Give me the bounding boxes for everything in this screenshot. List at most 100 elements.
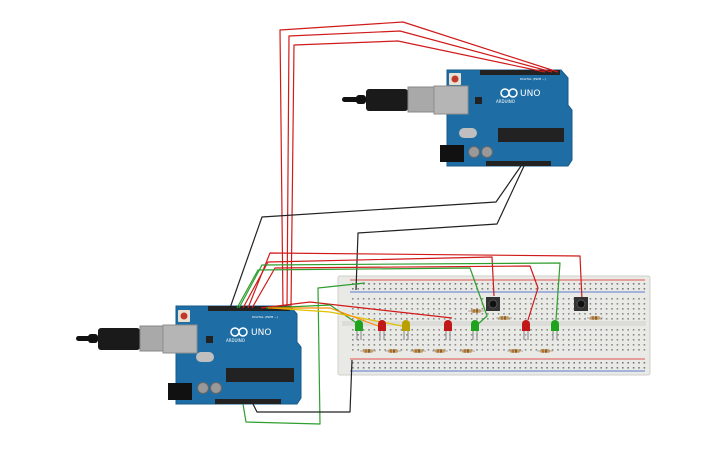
breadboard-hole bbox=[551, 303, 554, 305]
digital-header-top bbox=[480, 70, 560, 75]
resistor[interactable] bbox=[537, 349, 553, 353]
led-green[interactable] bbox=[551, 320, 559, 340]
resistor[interactable] bbox=[459, 349, 475, 353]
breadboard-hole bbox=[535, 288, 538, 290]
breadboard-hole bbox=[573, 362, 575, 364]
breadboard-hole bbox=[460, 303, 462, 305]
breadboard-hole bbox=[605, 334, 608, 336]
wire-red[interactable] bbox=[286, 30, 553, 309]
breadboard-hole bbox=[362, 334, 365, 336]
wire-green[interactable] bbox=[236, 267, 488, 326]
breadboard-hole bbox=[384, 298, 386, 300]
breadboard-hole bbox=[632, 283, 635, 285]
breadboard-hole bbox=[368, 362, 370, 364]
breadboard-hole bbox=[487, 283, 489, 285]
breadboard-hole bbox=[546, 313, 548, 315]
resistor[interactable] bbox=[496, 316, 512, 320]
breadboard-hole bbox=[422, 339, 424, 341]
breadboard-hole bbox=[524, 349, 527, 351]
breadboard-hole bbox=[600, 283, 602, 285]
breadboard-hole bbox=[389, 318, 392, 320]
breadboard-hole bbox=[400, 318, 403, 320]
breadboard-hole bbox=[541, 288, 543, 290]
resistor[interactable] bbox=[468, 309, 484, 313]
led-red[interactable] bbox=[444, 320, 452, 340]
resistor[interactable] bbox=[410, 349, 426, 353]
breadboard-hole bbox=[573, 313, 575, 315]
wire-red[interactable] bbox=[242, 256, 495, 309]
breadboard-hole bbox=[395, 318, 397, 320]
resistor[interactable] bbox=[360, 349, 376, 353]
reset-button-cap bbox=[451, 75, 459, 83]
wire-black[interactable] bbox=[252, 359, 353, 413]
breadboard-hole bbox=[427, 288, 430, 290]
wire-green[interactable] bbox=[238, 262, 561, 321]
wire-black[interactable] bbox=[229, 165, 522, 309]
wire-red[interactable] bbox=[279, 21, 559, 309]
resistor[interactable] bbox=[385, 349, 401, 353]
breadboard-hole bbox=[514, 288, 516, 290]
breadboard-hole bbox=[546, 288, 548, 290]
breadboard-hole bbox=[352, 339, 354, 341]
breadboard-hole bbox=[416, 308, 419, 310]
breadboard-hole bbox=[589, 349, 592, 351]
arduino-uno-top[interactable]: UNO ARDUINO DIGITAL (PWM ~) bbox=[342, 69, 573, 167]
breadboard-hole bbox=[578, 334, 581, 336]
resistor[interactable] bbox=[432, 349, 448, 353]
breadboard-hole bbox=[389, 303, 392, 305]
breadboard-hole bbox=[497, 313, 500, 315]
breadboard-hole bbox=[573, 349, 575, 351]
wire-red[interactable] bbox=[260, 301, 453, 319]
breadboard-hole bbox=[400, 344, 403, 346]
breadboard-hole bbox=[379, 344, 381, 346]
breadboard-hole bbox=[503, 334, 505, 336]
wire-red[interactable] bbox=[247, 252, 583, 309]
breadboard-hole bbox=[638, 329, 640, 331]
breadboard-hole bbox=[422, 313, 424, 315]
wire-red[interactable] bbox=[290, 40, 546, 309]
led-yellow[interactable] bbox=[402, 320, 410, 340]
breadboard-hole bbox=[573, 288, 575, 290]
breadboard-hole bbox=[611, 288, 613, 290]
digital-header-bottom bbox=[208, 306, 290, 311]
breadboard-hole bbox=[357, 298, 359, 300]
breadboard-hole bbox=[514, 283, 516, 285]
pushbutton-2[interactable] bbox=[574, 297, 588, 311]
led-red[interactable] bbox=[378, 320, 386, 340]
breadboard-hole bbox=[422, 288, 424, 290]
breadboard-hole bbox=[503, 344, 505, 346]
breadboard-hole bbox=[438, 339, 440, 341]
breadboard-hole bbox=[465, 334, 467, 336]
led-green[interactable] bbox=[355, 320, 363, 340]
breadboard-hole bbox=[562, 367, 565, 369]
breadboard-hole bbox=[503, 339, 505, 341]
breadboard-hole bbox=[524, 339, 527, 341]
breadboard-hole bbox=[373, 339, 376, 341]
breadboard-hole bbox=[460, 318, 462, 320]
breadboard-hole bbox=[605, 318, 608, 320]
breadboard-hole bbox=[481, 329, 484, 331]
wire-orange[interactable] bbox=[268, 307, 379, 327]
pushbutton-1[interactable] bbox=[486, 297, 500, 311]
breadboard-hole bbox=[422, 303, 424, 305]
breadboard-hole bbox=[541, 367, 543, 369]
resistor[interactable] bbox=[587, 316, 603, 320]
breadboard-hole bbox=[530, 283, 532, 285]
breadboard-hole bbox=[530, 367, 532, 369]
wire-black[interactable] bbox=[355, 165, 525, 291]
breadboard-hole bbox=[460, 367, 462, 369]
wire-yellow[interactable] bbox=[271, 307, 403, 327]
breadboard-hole bbox=[578, 329, 581, 331]
arduino-uno-bottom[interactable]: UNO ARDUINO DIGITAL (PWM ~) bbox=[76, 305, 302, 405]
wire-red[interactable] bbox=[251, 265, 539, 321]
breadboard-hole bbox=[438, 329, 440, 331]
led-red[interactable] bbox=[522, 320, 530, 340]
wire-green[interactable] bbox=[242, 282, 366, 425]
wire-green[interactable] bbox=[265, 304, 359, 325]
resistor[interactable] bbox=[507, 349, 523, 353]
breadboard-hole bbox=[546, 334, 548, 336]
breadboard-hole bbox=[524, 362, 527, 364]
led-green[interactable] bbox=[471, 320, 479, 340]
breadboard-hole bbox=[492, 344, 494, 346]
breadboard-hole bbox=[470, 362, 473, 364]
